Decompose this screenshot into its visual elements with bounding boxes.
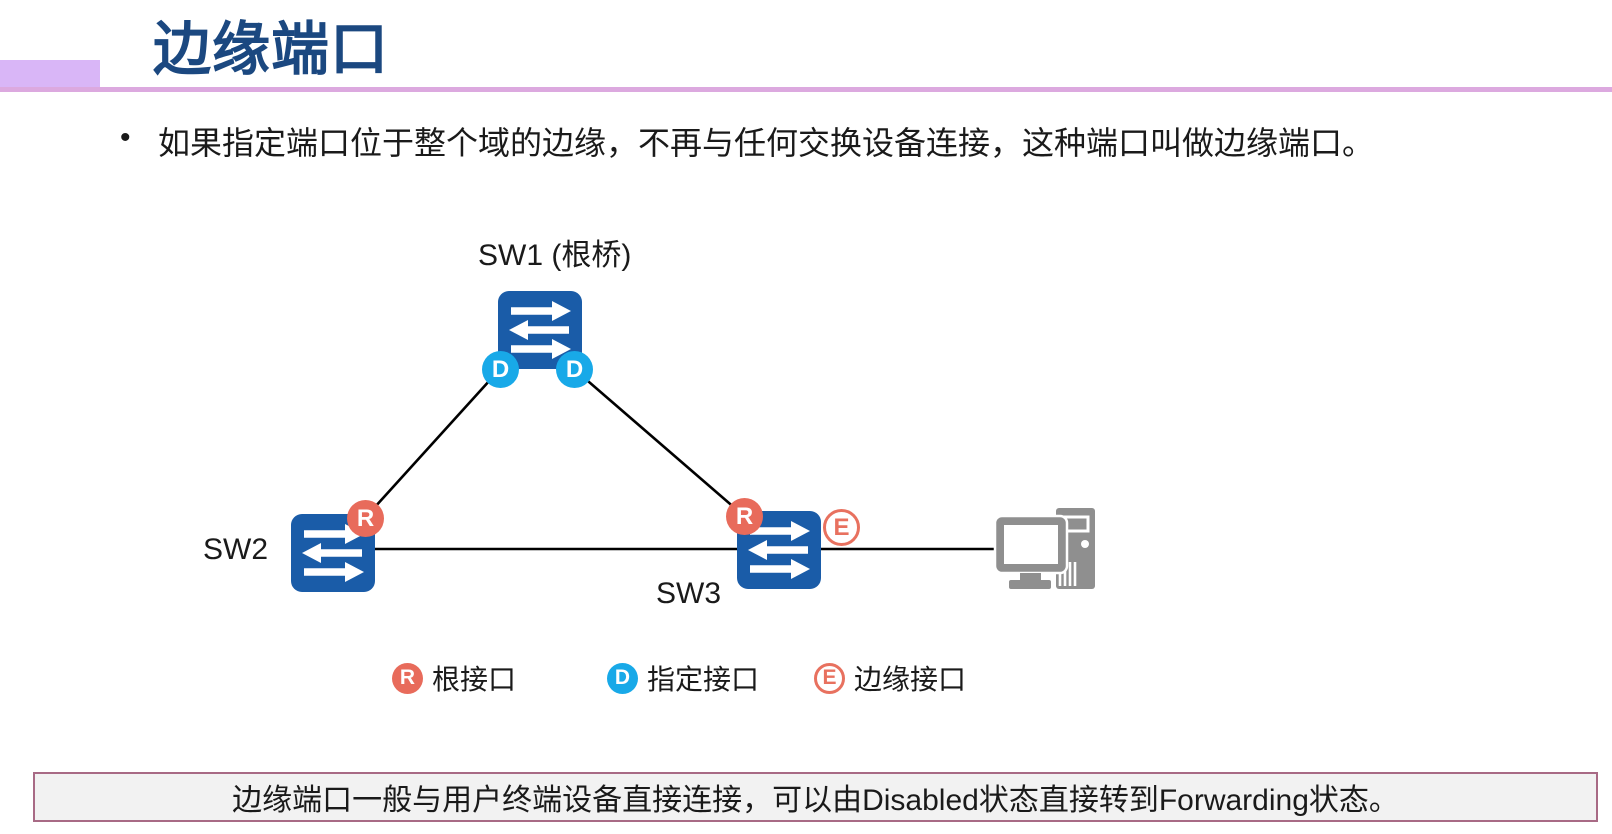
designated-port-icon: D	[607, 662, 638, 694]
legend-label-root: 根接口	[432, 664, 517, 695]
note-box: 边缘端口一般与用户终端设备直接连接，可以由Disabled状态直接转到Forwa…	[33, 772, 1598, 822]
node-label-sw2: SW2	[203, 533, 269, 566]
note-text: 边缘端口一般与用户终端设备直接连接，可以由Disabled状态直接转到Forwa…	[232, 784, 1399, 817]
root-port-icon: R	[392, 662, 423, 694]
legend-item-root-port: R 根接口	[392, 661, 516, 695]
page-title: 边缘端口	[153, 17, 390, 82]
link-sw1-sw2	[364, 368, 501, 519]
legend-label-edge: 边缘接口	[854, 664, 967, 695]
node-label-sw3: SW3	[656, 577, 722, 610]
pc-icon	[993, 508, 1095, 589]
legend-item-edge-port: E 边缘接口	[814, 661, 966, 695]
port-marker-designated-sw1-left: D	[482, 351, 519, 388]
bullet-dot: •	[120, 121, 131, 154]
port-marker-designated-sw1-right: D	[556, 351, 593, 388]
accent-bar	[0, 60, 100, 88]
node-label-sw1: SW1 (根桥)	[478, 239, 632, 272]
header-rule	[0, 87, 1612, 92]
edge-port-icon: E	[814, 662, 845, 694]
port-marker-root-sw2: R	[347, 500, 384, 537]
legend-item-designated-port: D 指定接口	[607, 661, 759, 695]
port-marker-edge-sw3: E	[823, 509, 860, 546]
link-sw1-sw3	[573, 368, 745, 517]
port-marker-root-sw3: R	[726, 498, 763, 535]
bullet-text: 如果指定端口位于整个域的边缘，不再与任何交换设备连接，这种端口叫做边缘端口。	[158, 125, 1375, 161]
legend-label-designated: 指定接口	[647, 664, 760, 695]
